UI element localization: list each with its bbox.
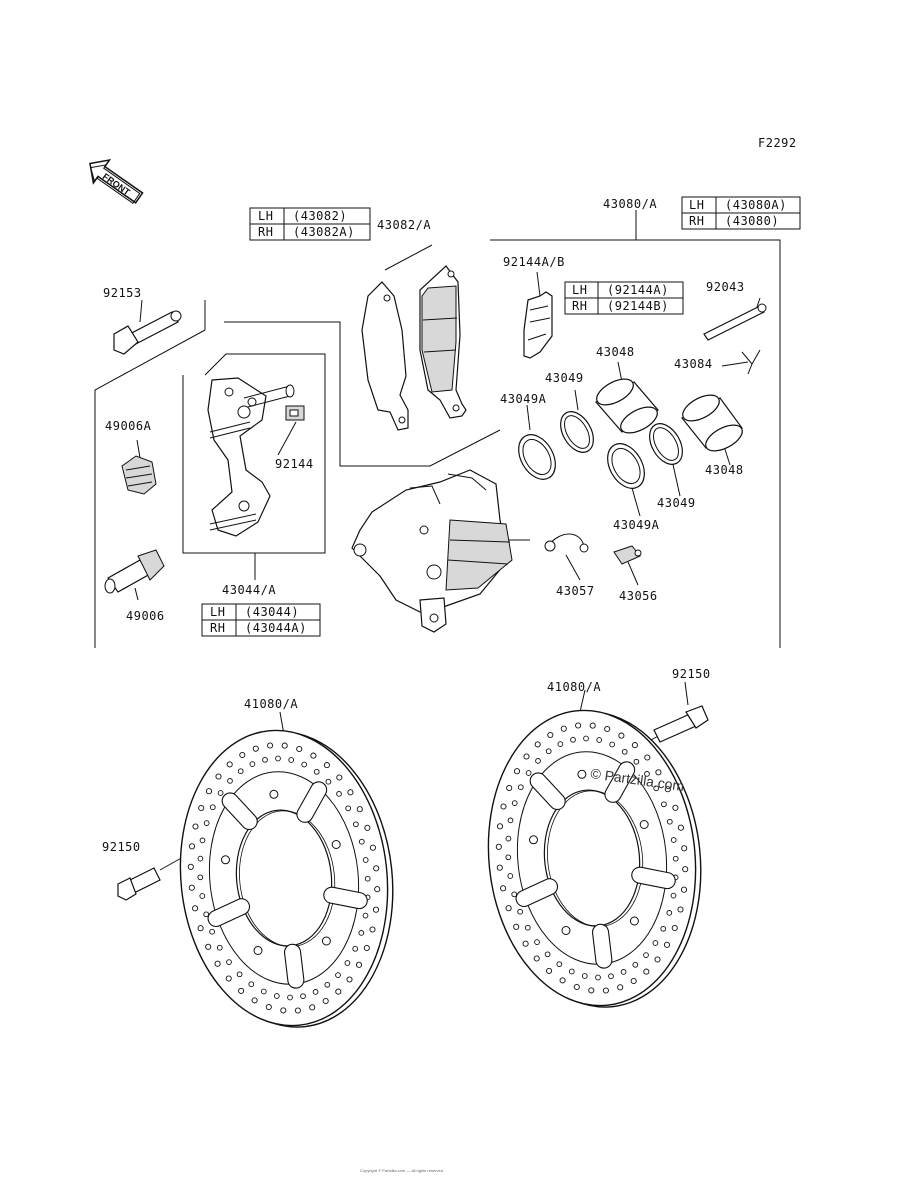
label-43044A: 43044/A: [222, 583, 276, 597]
label-43057: 43057: [556, 584, 595, 598]
figure-code: F2292: [758, 136, 797, 150]
slide-pin-49006: [104, 549, 165, 594]
brake-disc-left: [179, 729, 394, 1028]
bleeder-43056: [613, 545, 642, 565]
table-43080-rh-val: (43080): [725, 214, 779, 228]
label-43084: 43084: [674, 357, 713, 371]
front-arrow-icon: FRONT: [89, 158, 144, 204]
table-92144-lh-key: LH: [572, 283, 587, 297]
caliper-body: [351, 469, 513, 633]
piston-43048-bottom: [681, 394, 743, 452]
label-92144: 92144: [275, 457, 314, 471]
label-43049A-bottom: 43049A: [613, 518, 660, 532]
table-43080-rh-key: RH: [689, 214, 704, 228]
table-43082-rh-key: RH: [258, 225, 273, 239]
label-43056: 43056: [619, 589, 658, 603]
footer-fine-print: Copyright © Partzilla.com — all rights r…: [360, 1168, 443, 1173]
seal-43049-bottom: [649, 423, 683, 465]
brake-pad-left: [361, 281, 409, 431]
clip-92144: [285, 405, 305, 421]
part-labels: 43082/A 43080/A 92144A/B 92043 92153 430…: [102, 197, 745, 854]
label-92043: 92043: [706, 280, 745, 294]
brake-pad-right: [419, 265, 467, 419]
label-43048-bottom: 43048: [705, 463, 744, 477]
bolt-92150-left: [117, 867, 161, 901]
pipe-43057: [544, 533, 589, 553]
table-43044-lh-val: (43044): [245, 605, 299, 619]
label-49006A: 49006A: [105, 419, 152, 433]
label-92153: 92153: [103, 286, 142, 300]
pin-92043: [703, 303, 767, 341]
piston-43048-top: [595, 378, 659, 434]
label-43049A-top: 43049A: [500, 392, 547, 406]
label-92150-left: 92150: [102, 840, 141, 854]
pad-spring-92144AB: [523, 291, 553, 359]
table-43044-lh-key: LH: [210, 605, 225, 619]
label-92144AB: 92144A/B: [503, 255, 565, 269]
caliper-bracket-43044A: [207, 377, 295, 537]
seal-43049-top: [560, 411, 594, 453]
table-92144-lh-val: (92144A): [607, 283, 669, 297]
brake-disc-right: [487, 709, 702, 1008]
clip-43084: [741, 349, 761, 375]
table-43082-lh-val: (43082): [293, 209, 347, 223]
table-43080-lh-key: LH: [689, 198, 704, 212]
table-43082: LH (43082) RH (43082A): [249, 207, 371, 241]
label-43049-top: 43049: [545, 371, 584, 385]
table-43044-rh-val: (43044A): [245, 621, 307, 635]
label-43049-bottom: 43049: [657, 496, 696, 510]
table-43044-rh-key: RH: [210, 621, 225, 635]
table-43044: LH (43044) RH (43044A): [201, 603, 321, 637]
label-49006: 49006: [126, 609, 165, 623]
bolt-92150-right: [653, 705, 709, 743]
table-92144-rh-key: RH: [572, 299, 587, 313]
bolt-92153: [113, 310, 182, 355]
label-92150-right: 92150: [672, 667, 711, 681]
label-43048-top: 43048: [596, 345, 635, 359]
seal-43049A-bottom: [607, 443, 645, 489]
label-41080A-right: 41080/A: [547, 680, 601, 694]
table-43082-lh-key: LH: [258, 209, 273, 223]
assembly-bracket-lines: [94, 210, 781, 648]
label-43080A: 43080/A: [603, 197, 657, 211]
table-43082-rh-val: (43082A): [293, 225, 355, 239]
table-92144-rh-val: (92144B): [607, 299, 669, 313]
table-43080: LH (43080A) RH (43080): [681, 196, 801, 230]
table-92144: LH (92144A) RH (92144B): [564, 281, 684, 315]
table-43080-lh-val: (43080A): [725, 198, 787, 212]
boot-49006A: [121, 455, 157, 495]
label-43082A: 43082/A: [377, 218, 431, 232]
seal-43049A-top: [518, 434, 556, 480]
label-41080A-left: 41080/A: [244, 697, 298, 711]
